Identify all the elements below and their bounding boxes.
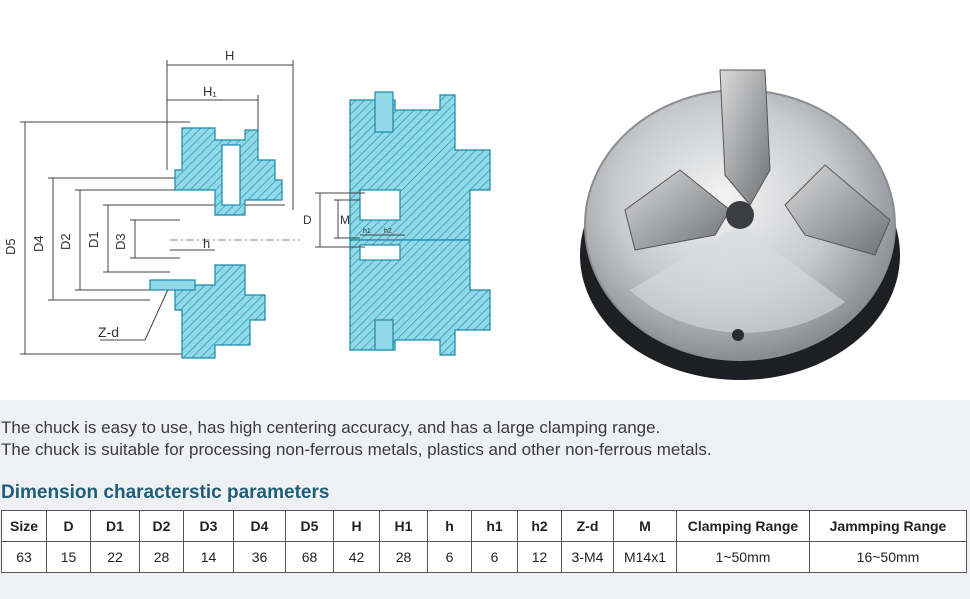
description-line-1: The chuck is easy to use, has high cente…: [1, 418, 661, 437]
label-H1: H₁: [203, 84, 217, 99]
chuck-technical-drawing: H H₁ D5 D4 D2 D1 D3 h Z-d D M h1 h2: [3, 48, 491, 359]
col-D2: D2: [139, 510, 184, 542]
description: The chuck is easy to use, has high cente…: [1, 417, 961, 461]
cell-D4: 36: [233, 541, 286, 573]
col-D1: D1: [90, 510, 140, 542]
cell-size: 63: [1, 541, 47, 573]
label-D2: D2: [58, 233, 73, 250]
cell-jamming-range: 16~50mm: [809, 541, 967, 573]
cell-H1: 28: [379, 541, 428, 573]
col-h1: h1: [471, 510, 518, 542]
cell-h2: 12: [517, 541, 562, 573]
label-H: H: [225, 48, 234, 63]
cell-h: 6: [427, 541, 472, 573]
col-H: H: [333, 510, 380, 542]
col-H1: H1: [379, 510, 428, 542]
col-M: M: [613, 510, 677, 542]
col-D: D: [46, 510, 91, 542]
col-Zd: Z-d: [561, 510, 614, 542]
cell-Zd: 3-M4: [561, 541, 614, 573]
col-clamping-range: Clamping Range: [676, 510, 810, 542]
section-title: Dimension characterstic parameters: [1, 482, 330, 503]
cell-H: 42: [333, 541, 380, 573]
label-M: M: [340, 213, 350, 227]
col-D3: D3: [183, 510, 234, 542]
col-D5: D5: [285, 510, 334, 542]
label-h: h: [203, 236, 210, 251]
cell-D2: 28: [139, 541, 184, 573]
description-line-2: The chuck is suitable for processing non…: [1, 440, 712, 459]
col-D4: D4: [233, 510, 286, 542]
col-h2: h2: [517, 510, 562, 542]
label-D4: D4: [31, 235, 46, 252]
label-D: D: [303, 213, 312, 227]
cell-D3: 14: [183, 541, 234, 573]
cell-D: 15: [46, 541, 91, 573]
col-jamming-range: Jammping Range: [809, 510, 967, 542]
cell-h1: 6: [471, 541, 518, 573]
label-h1: h1: [363, 228, 371, 235]
label-D1: D1: [86, 231, 101, 248]
chuck-product-image: [580, 69, 900, 380]
label-D3: D3: [113, 233, 128, 250]
table-header-row: Size D D1 D2 D3 D4 D5 H H1 h h1 h2 Z-d M…: [1, 510, 967, 542]
cell-clamping-range: 1~50mm: [676, 541, 810, 573]
label-h2: h2: [384, 228, 392, 235]
label-Zd: Z-d: [98, 324, 119, 340]
cell-D5: 68: [285, 541, 334, 573]
cell-M: M14x1: [613, 541, 677, 573]
label-D5: D5: [3, 238, 18, 255]
table-row: 63 15 22 28 14 36 68 42 28 6 6 12 3-M4 M…: [1, 541, 967, 573]
dimension-table: Size D D1 D2 D3 D4 D5 H H1 h h1 h2 Z-d M…: [1, 510, 967, 573]
col-size: Size: [1, 510, 47, 542]
col-h: h: [427, 510, 472, 542]
cell-D1: 22: [90, 541, 140, 573]
